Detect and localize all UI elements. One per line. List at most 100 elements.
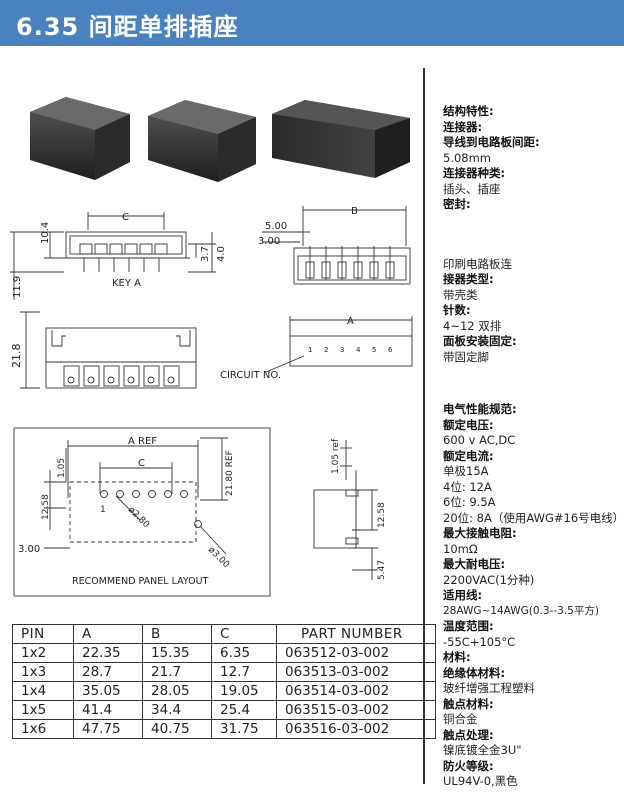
dim-11-9: 11.9 bbox=[12, 276, 23, 298]
cell-part-number: 063513-03-002 bbox=[276, 662, 436, 682]
bottom-view-terminals bbox=[63, 365, 180, 387]
current-6pos: 6位: 9.5A bbox=[443, 495, 496, 509]
cell-pin: 1x2 bbox=[12, 643, 74, 663]
panel-mount-value: 带固定脚 bbox=[443, 349, 489, 364]
table-row: 1x5 41.4 34.4 25.4 063515-03-002 bbox=[12, 700, 436, 720]
technical-drawing: C 10.4 11.9 3.7 4.0 KEY A B 5.00 3.00 21… bbox=[10, 97, 413, 597]
header-b: B bbox=[142, 624, 212, 644]
table-row: 1x4 35.05 28.05 19.05 063514-03-002 bbox=[12, 681, 436, 701]
front-view-pins bbox=[79, 243, 168, 272]
material-label: 材料: bbox=[443, 650, 471, 664]
max-resistance-label: 最大接触电阻: bbox=[443, 526, 517, 540]
table-row: 1x2 22.35 15.35 6.35 063512-03-002 bbox=[12, 643, 436, 663]
fire-label: 防火等级: bbox=[443, 758, 494, 773]
contact-treatment-label: 触点处理: bbox=[443, 727, 494, 742]
dim-phi-3-00: ø3.00 bbox=[206, 545, 231, 570]
table-row: 1x6 47.75 40.75 31.75 063516-03-002 bbox=[12, 719, 436, 739]
dim-5-00: 5.00 bbox=[265, 221, 287, 232]
dim-pin1: 1 bbox=[100, 505, 106, 515]
cell-b: 34.4 bbox=[142, 700, 212, 720]
circuit-num-1: 1 bbox=[308, 346, 312, 354]
cell-pin: 1x4 bbox=[12, 681, 74, 701]
cell-part-number: 063514-03-002 bbox=[276, 681, 436, 701]
panel-mount-label: 面板安装固定: bbox=[443, 334, 517, 348]
rated-voltage-value: 600 v AC,DC bbox=[443, 433, 516, 447]
wire-pitch-value: 5.08mm bbox=[443, 150, 492, 165]
wire-label: 适用线: bbox=[443, 588, 483, 602]
header-c: C bbox=[211, 624, 277, 644]
cell-c: 6.35 bbox=[211, 643, 277, 663]
dim-4-0: 4.0 bbox=[216, 246, 227, 262]
dim-21-8: 21.8 bbox=[10, 344, 23, 369]
cell-b: 28.05 bbox=[142, 681, 212, 701]
current-20pos: 20位: 8A（使用AWG#16号电线） bbox=[443, 510, 624, 525]
cell-c: 25.4 bbox=[211, 700, 277, 720]
cell-a: 35.05 bbox=[73, 681, 143, 701]
pins-value: 4~12 双排 bbox=[443, 318, 502, 333]
key-a-label: KEY A bbox=[112, 278, 141, 289]
cell-b: 21.7 bbox=[142, 662, 212, 682]
connector-photo-2 bbox=[148, 100, 256, 182]
cell-c: 19.05 bbox=[211, 681, 277, 701]
circuit-num-6: 6 bbox=[388, 346, 393, 354]
side-view-contacts bbox=[305, 246, 395, 280]
max-withstand-value: 2200VAC(1分种) bbox=[443, 572, 535, 587]
title-bar: 6.35 间距单排插座 bbox=[0, 0, 624, 46]
cell-a: 28.7 bbox=[73, 662, 143, 682]
structure-heading: 结构特性: bbox=[443, 104, 494, 118]
cell-c: 12.7 bbox=[211, 662, 277, 682]
recommend-panel-label: RECOMMEND PANEL LAYOUT bbox=[72, 576, 209, 587]
specs-panel: 结构特性: 连接器: 导线到电路板间距: 5.08mm 连接器种类: 插头、插座… bbox=[443, 104, 624, 790]
receiver-type-value: 带壳类 bbox=[443, 287, 478, 302]
circuit-num-4: 4 bbox=[356, 346, 361, 354]
cell-pin: 1x5 bbox=[12, 700, 74, 720]
cell-pin: 1x6 bbox=[12, 719, 74, 739]
cell-part-number: 063516-03-002 bbox=[276, 719, 436, 739]
circuit-num-5: 5 bbox=[372, 346, 376, 354]
dim-phi-2-80: ø2.80 bbox=[126, 505, 151, 530]
rated-voltage-label: 额定电压: bbox=[443, 417, 494, 432]
fire-value: UL94V-0,黑色 bbox=[443, 774, 518, 788]
cell-a: 47.75 bbox=[73, 719, 143, 739]
circuit-no-label: CIRCUIT NO. bbox=[220, 370, 281, 381]
panel-holes bbox=[100, 490, 202, 528]
pcb-value: 印刷电路板连 bbox=[443, 256, 512, 271]
receiver-type-label: 接器类型: bbox=[443, 272, 494, 286]
temp-label: 温度范围: bbox=[443, 619, 494, 633]
contact-treatment-value: 镍底镀全金3U" bbox=[443, 743, 522, 757]
cell-c: 31.75 bbox=[211, 719, 277, 739]
connector-type-label: 连接器种类: bbox=[443, 166, 506, 180]
header-part-number: PART NUMBER bbox=[276, 624, 436, 644]
connector-label: 连接器: bbox=[443, 119, 483, 134]
table-header-row: PIN A B C PART NUMBER bbox=[12, 624, 436, 644]
dim-c: C bbox=[122, 212, 129, 223]
circuit-numbers: 1 2 3 4 5 6 bbox=[308, 346, 393, 354]
wire-value: 28AWG~14AWG(0.3--3.5平方) bbox=[443, 604, 599, 617]
temp-value: -55C+105°C bbox=[443, 634, 516, 649]
cell-part-number: 063512-03-002 bbox=[276, 643, 436, 663]
cell-pin: 1x3 bbox=[12, 662, 74, 682]
dim-b: B bbox=[351, 206, 358, 217]
connector-photo-3 bbox=[272, 100, 410, 178]
pins-label: 针数: bbox=[443, 303, 471, 317]
current-4pos: 4位: 12A bbox=[443, 479, 492, 494]
connector-type-value: 插头、插座 bbox=[443, 181, 501, 196]
electrical-heading: 电气性能规范: bbox=[443, 402, 517, 416]
insulator-value: 玻纤增强工程塑料 bbox=[443, 681, 535, 695]
dim-12-58: 12.58 bbox=[41, 494, 51, 520]
header-a: A bbox=[73, 624, 143, 644]
contact-material-label: 触点材料: bbox=[443, 696, 494, 711]
dim-a: A bbox=[347, 316, 354, 327]
wire-pitch-label: 导线到电路板间距: bbox=[443, 135, 540, 149]
cell-b: 40.75 bbox=[142, 719, 212, 739]
header-pin: PIN bbox=[12, 624, 74, 644]
dim-a-ref: A REF bbox=[128, 436, 157, 447]
cell-b: 15.35 bbox=[142, 643, 212, 663]
dim-10-4: 10.4 bbox=[40, 222, 51, 244]
vertical-divider bbox=[423, 68, 425, 784]
dim-3-00-top: 3.00 bbox=[258, 236, 280, 247]
circuit-num-3: 3 bbox=[340, 346, 344, 354]
dim-1-05-ref: 1.05 ref bbox=[331, 438, 341, 474]
dim-12-58-side: 12.58 bbox=[377, 502, 387, 528]
dim-1-05: 1.05 bbox=[57, 458, 67, 478]
